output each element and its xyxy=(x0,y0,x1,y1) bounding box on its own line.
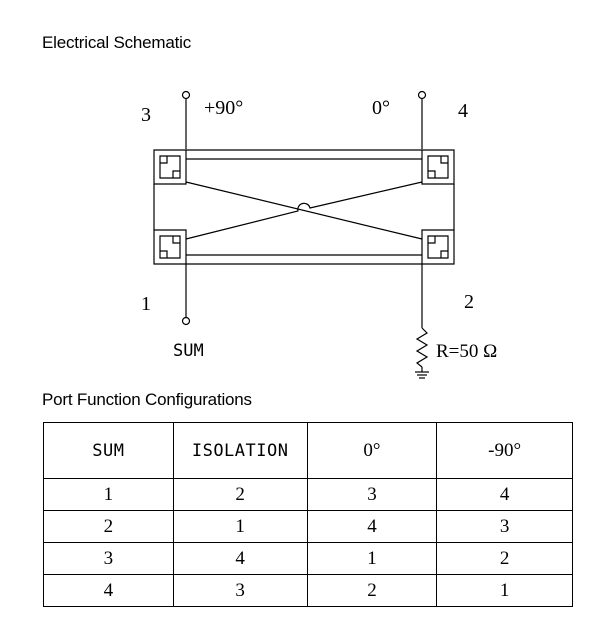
corner-pad-top-right xyxy=(421,149,455,185)
termination-label: R=50 Ω xyxy=(436,341,497,362)
table-row: 2 1 4 3 xyxy=(43,510,573,543)
phase-plus90-label: +90° xyxy=(204,97,243,119)
table-cell: 3 xyxy=(436,510,573,543)
port-2-number: 2 xyxy=(464,291,474,313)
table-cell: 2 xyxy=(306,574,438,607)
table-cell: 2 xyxy=(43,510,174,543)
table-header-row: SUM ISOLATION 0° -90° xyxy=(43,422,573,479)
port-3-number: 3 xyxy=(141,104,151,126)
table-row: 3 4 1 2 xyxy=(43,542,573,575)
table-cell: 1 xyxy=(306,542,438,575)
port-table-title: Port Function Configurations xyxy=(42,390,252,409)
ground-icon xyxy=(415,371,429,379)
table-cell: 4 xyxy=(172,542,308,575)
port-4-terminal xyxy=(417,90,427,100)
cross-line-a xyxy=(185,181,423,240)
table-cell: 3 xyxy=(43,542,174,575)
table-cell: 2 xyxy=(172,478,308,511)
table-cell: 1 xyxy=(172,510,308,543)
corner-pad-bottom-left xyxy=(153,229,187,265)
table-cell: 4 xyxy=(43,574,174,607)
header-zero-degree: 0° xyxy=(306,422,438,479)
hybrid-coupler-schematic: 3 4 1 2 +90° 0° SUM R=50 Ω xyxy=(141,90,497,379)
table-row: 1 2 3 4 xyxy=(43,478,573,511)
table-row: 4 3 2 1 xyxy=(43,574,573,607)
corner-pad-bottom-right xyxy=(421,229,455,265)
table-cell: 1 xyxy=(43,478,174,511)
header-minus90-degree: -90° xyxy=(436,422,573,479)
header-isolation: ISOLATION xyxy=(172,422,308,479)
corner-pad-top-left xyxy=(153,149,187,185)
table-cell: 3 xyxy=(306,478,438,511)
port-4-number: 4 xyxy=(458,100,468,122)
table-cell: 3 xyxy=(172,574,308,607)
table-cell: 1 xyxy=(436,574,573,607)
phase-zero-label: 0° xyxy=(372,97,390,119)
cross-line-b xyxy=(185,181,423,240)
port-function-table: SUM ISOLATION 0° -90° 1 2 3 4 2 1 4 3 3 … xyxy=(43,422,573,607)
sum-label: SUM xyxy=(173,341,204,361)
port-3-terminal xyxy=(181,90,191,100)
schematic-title: Electrical Schematic xyxy=(42,33,192,52)
table-cell: 4 xyxy=(436,478,573,511)
port-1-number: 1 xyxy=(141,293,151,315)
table-cell: 2 xyxy=(436,542,573,575)
header-sum: SUM xyxy=(43,422,174,479)
table-cell: 4 xyxy=(306,510,438,543)
port-1-terminal xyxy=(181,316,191,326)
termination-resistor xyxy=(415,327,429,368)
